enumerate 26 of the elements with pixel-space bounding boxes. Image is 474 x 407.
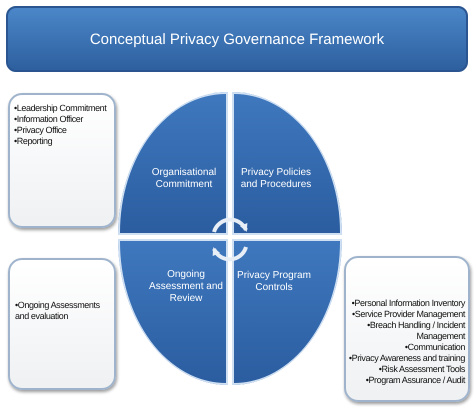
bullet-list-panel	[344, 256, 470, 402]
bullet-item: •Leadership Commitment	[14, 103, 108, 114]
bullet-item: •Ongoing Assessments and evaluation	[15, 300, 101, 322]
cycle-arrow	[212, 246, 248, 262]
segment-label: Organisational Commitment	[150, 166, 218, 190]
quadrant-segment	[232, 239, 342, 385]
bullet-item: •Privacy Office	[14, 125, 68, 136]
bullet-item: •Risk Assessment Tools	[378, 364, 465, 375]
bullet-item: •Communication	[404, 342, 465, 353]
title-banner	[6, 6, 468, 72]
quadrant-segment	[118, 239, 228, 385]
cycle-arrow	[212, 218, 248, 233]
bullet-item: •Program Assurance / Audit	[364, 375, 465, 386]
bullet-item: •Personal Information Inventory	[350, 298, 465, 309]
segment-label: Ongoing Assessment and Review	[148, 269, 224, 305]
bullet-list-panel	[8, 258, 116, 390]
quadrant-segment	[118, 92, 228, 235]
bullet-list-panel	[8, 93, 116, 228]
bullet-item: •Breach Handling / Incident Management	[366, 320, 465, 342]
segment-label: Privacy Program Controls	[236, 270, 312, 294]
bullet-item: •Service Provider Management	[350, 309, 465, 320]
bullet-item: •Information Officer	[14, 114, 84, 125]
bullet-item: •Privacy Awareness and training	[348, 353, 465, 364]
title-text: Conceptual Privacy Governance Framework	[90, 30, 384, 48]
bullet-item: •Reporting	[14, 136, 54, 147]
segment-label: Privacy Policies and Procedures	[240, 166, 312, 190]
